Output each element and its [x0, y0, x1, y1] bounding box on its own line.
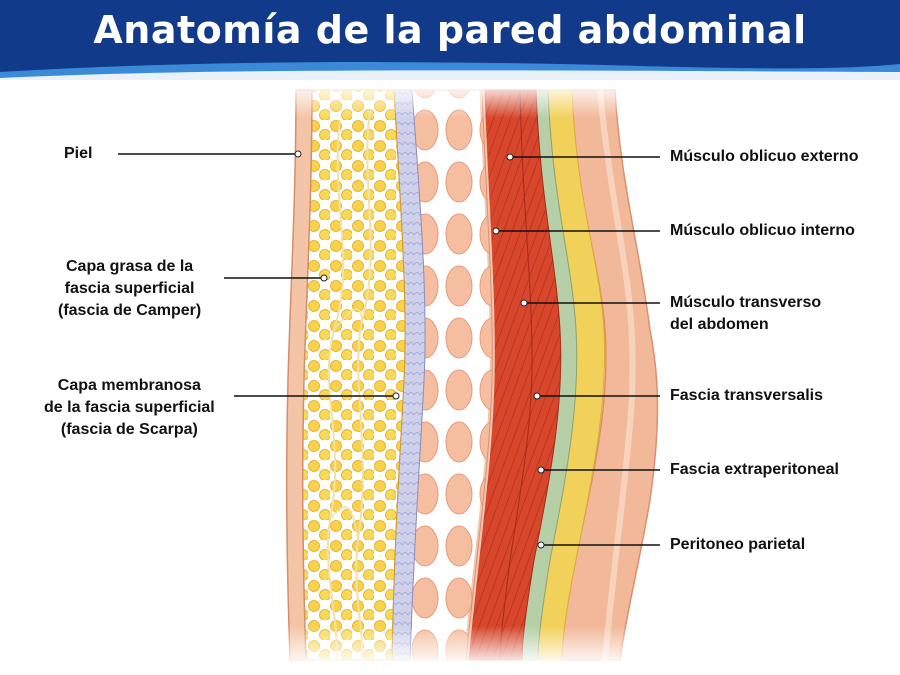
leader-line-transversalis — [533, 392, 660, 400]
leader-line-external-oblique — [506, 153, 660, 161]
camper-fat-layer — [302, 89, 406, 661]
label-skin: Piel — [64, 145, 93, 162]
label-transverse-abdominis: Músculo transverso del abdomen — [670, 294, 822, 333]
leader-line-internal-oblique — [492, 227, 660, 235]
header-banner: Anatomía de la pared abdominal — [0, 0, 900, 80]
label-transversalis-fascia: Fascia transversalis — [670, 387, 823, 404]
leader-line-peritoneum — [537, 541, 660, 549]
label-scarpa-fascia: Capa membranosa de la fascia superficial… — [44, 377, 215, 438]
label-camper-fascia: Capa grasa de la fascia superficial (fas… — [58, 258, 202, 319]
label-external-oblique: Músculo oblicuo externo — [670, 148, 859, 165]
label-parietal-peritoneum: Peritoneo parietal — [670, 536, 806, 553]
leader-line-skin — [118, 150, 302, 158]
leader-line-transverse — [520, 299, 660, 307]
leader-line-extraperitoneal — [537, 466, 660, 474]
leader-line-camper — [224, 274, 328, 282]
page-title: Anatomía de la pared abdominal — [93, 8, 807, 52]
label-extraperitoneal-fascia: Fascia extraperitoneal — [670, 461, 839, 478]
label-internal-oblique: Músculo oblicuo interno — [670, 222, 855, 239]
header-wave — [0, 62, 900, 80]
leader-line-scarpa — [234, 392, 400, 400]
